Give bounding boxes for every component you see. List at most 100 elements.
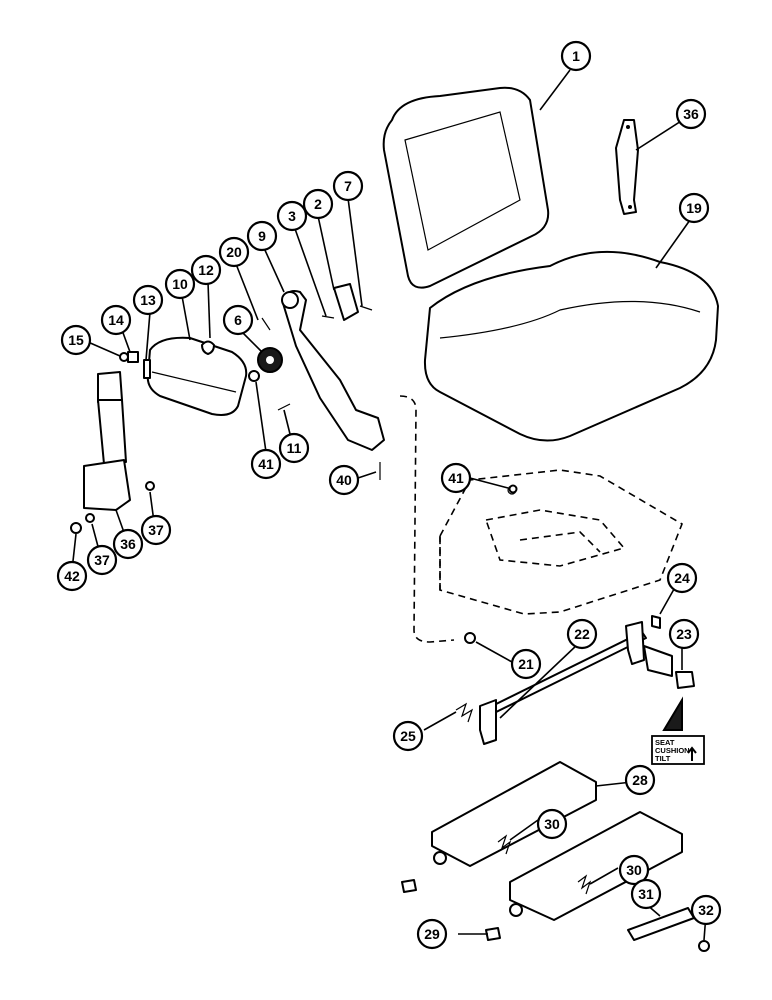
- svg-text:12: 12: [198, 262, 214, 278]
- svg-text:21: 21: [518, 656, 534, 672]
- svg-text:9: 9: [258, 228, 266, 244]
- svg-text:40: 40: [336, 472, 352, 488]
- spring-30a: [497, 834, 512, 855]
- tilt-handle: [643, 645, 673, 677]
- callout-25: 25: [392, 720, 424, 752]
- rod-hook-left: [479, 699, 497, 745]
- grip-23: [675, 671, 695, 689]
- rod-hook-right: [625, 621, 645, 665]
- svg-text:11: 11: [287, 440, 302, 456]
- decal-line-3: TILT: [655, 754, 671, 763]
- callout-22: 22: [566, 618, 598, 650]
- callout-30-upper: 30: [536, 808, 568, 840]
- callout-9: 9: [246, 220, 278, 252]
- svg-text:28: 28: [632, 772, 648, 788]
- callout-20: 20: [218, 236, 250, 268]
- callout-3: 3: [276, 200, 308, 232]
- screw-7: [359, 305, 373, 311]
- svg-text:20: 20: [226, 244, 242, 260]
- svg-text:42: 42: [64, 568, 80, 584]
- callout-36-lower: 36: [112, 528, 144, 560]
- svg-text:36: 36: [120, 536, 136, 552]
- bolt-20: [261, 317, 271, 331]
- svg-text:22: 22: [574, 626, 590, 642]
- pin-29b: [485, 927, 501, 941]
- svg-text:19: 19: [686, 200, 702, 216]
- callout-30-lower: 30: [618, 854, 650, 886]
- svg-text:7: 7: [344, 178, 352, 194]
- svg-text:30: 30: [626, 862, 642, 878]
- strip-31: [627, 907, 695, 941]
- svg-text:13: 13: [140, 292, 156, 308]
- seat-backrest: [382, 86, 550, 289]
- svg-text:30: 30: [544, 816, 560, 832]
- callout-36-upper: 36: [675, 98, 707, 130]
- svg-text:2: 2: [314, 196, 322, 212]
- callout-28: 28: [624, 764, 656, 796]
- callout-24: 24: [666, 562, 698, 594]
- callout-40: 40: [328, 464, 360, 496]
- seat-cushion-tilt-decal: SEAT CUSHION TILT: [651, 735, 705, 765]
- screw-11: [277, 403, 291, 411]
- seat-belt: [83, 371, 131, 511]
- callout-6: 6: [222, 304, 254, 336]
- svg-text:14: 14: [108, 312, 124, 328]
- seat-pan: [439, 469, 683, 615]
- decal-arrow-triangle: [662, 696, 683, 731]
- svg-text:10: 10: [172, 276, 188, 292]
- callout-41-right: 41: [440, 462, 472, 494]
- nut-32: [698, 940, 710, 952]
- svg-text:25: 25: [400, 728, 416, 744]
- plug-21: [464, 632, 476, 644]
- callout-41-left: 41: [250, 448, 282, 480]
- rail-lower: [509, 811, 683, 921]
- svg-text:37: 37: [148, 522, 164, 538]
- seat-cushion: [423, 250, 719, 442]
- svg-text:31: 31: [638, 886, 654, 902]
- svg-text:24: 24: [674, 570, 690, 586]
- svg-text:32: 32: [698, 902, 714, 918]
- svg-text:23: 23: [676, 626, 692, 642]
- dashed-connector: [399, 395, 455, 643]
- nut-42: [70, 522, 82, 534]
- svg-text:3: 3: [288, 208, 296, 224]
- callout-14: 14: [100, 304, 132, 336]
- decal-line-1: SEAT: [655, 738, 675, 747]
- callout-31: 31: [630, 878, 662, 910]
- cap-24: [651, 615, 661, 629]
- svg-text:36: 36: [683, 106, 699, 122]
- pin-29a: [401, 879, 417, 893]
- washer-41-right: [508, 484, 518, 494]
- callout-37-left: 37: [86, 544, 118, 576]
- callout-13: 13: [132, 284, 164, 316]
- nut-15: [119, 352, 129, 362]
- callout-12: 12: [190, 254, 222, 286]
- callout-10: 10: [164, 268, 196, 300]
- tilt-rod: [483, 631, 647, 717]
- rail-upper: [431, 761, 597, 867]
- spring-25: [455, 702, 474, 723]
- spring-30b: [577, 874, 592, 895]
- decal-line-2: CUSHION: [655, 746, 690, 755]
- callout-42: 42: [56, 560, 88, 592]
- leader-lines: [71, 69, 707, 941]
- svg-text:29: 29: [424, 926, 440, 942]
- bolt-2: [333, 283, 359, 321]
- washer-41-left: [248, 370, 260, 382]
- armrest: [146, 336, 248, 416]
- callout-11: 11: [278, 432, 310, 464]
- callout-37-right: 37: [140, 514, 172, 546]
- decal-arrow-icon: [687, 746, 697, 761]
- adjuster-knob: [257, 347, 283, 373]
- callout-32: 32: [690, 894, 722, 926]
- callout-23: 23: [668, 618, 700, 650]
- plate-13: [143, 359, 151, 379]
- armrest-bracket: [281, 290, 385, 451]
- callout-1: 1: [560, 40, 592, 72]
- washer-14: [127, 351, 139, 363]
- callout-2: 2: [302, 188, 334, 220]
- callout-7: 7: [332, 170, 364, 202]
- screw-3: [321, 315, 335, 319]
- svg-text:37: 37: [94, 552, 110, 568]
